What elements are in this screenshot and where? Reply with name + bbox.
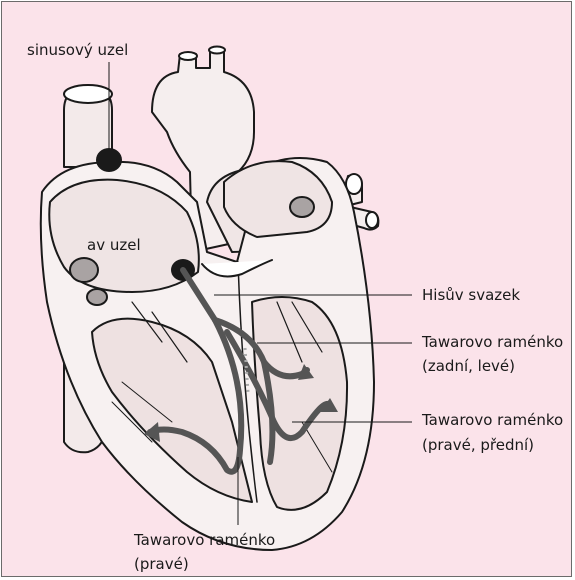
label-his-bundle: Hisův svazek — [422, 285, 520, 305]
label-av-node: av uzel — [87, 235, 141, 255]
label-left-post-1: Tawarovo raménko — [422, 332, 563, 352]
label-left-ant-2: (pravé, přední) — [422, 435, 534, 455]
label-right-2: (pravé) — [134, 554, 189, 574]
label-right-1: Tawarovo raménko — [134, 530, 275, 550]
label-left-ant-1: Tawarovo raménko — [422, 410, 563, 430]
label-left-post-2: (zadní, levé) — [422, 356, 515, 376]
label-sa-node: sinusový uzel — [27, 40, 128, 60]
